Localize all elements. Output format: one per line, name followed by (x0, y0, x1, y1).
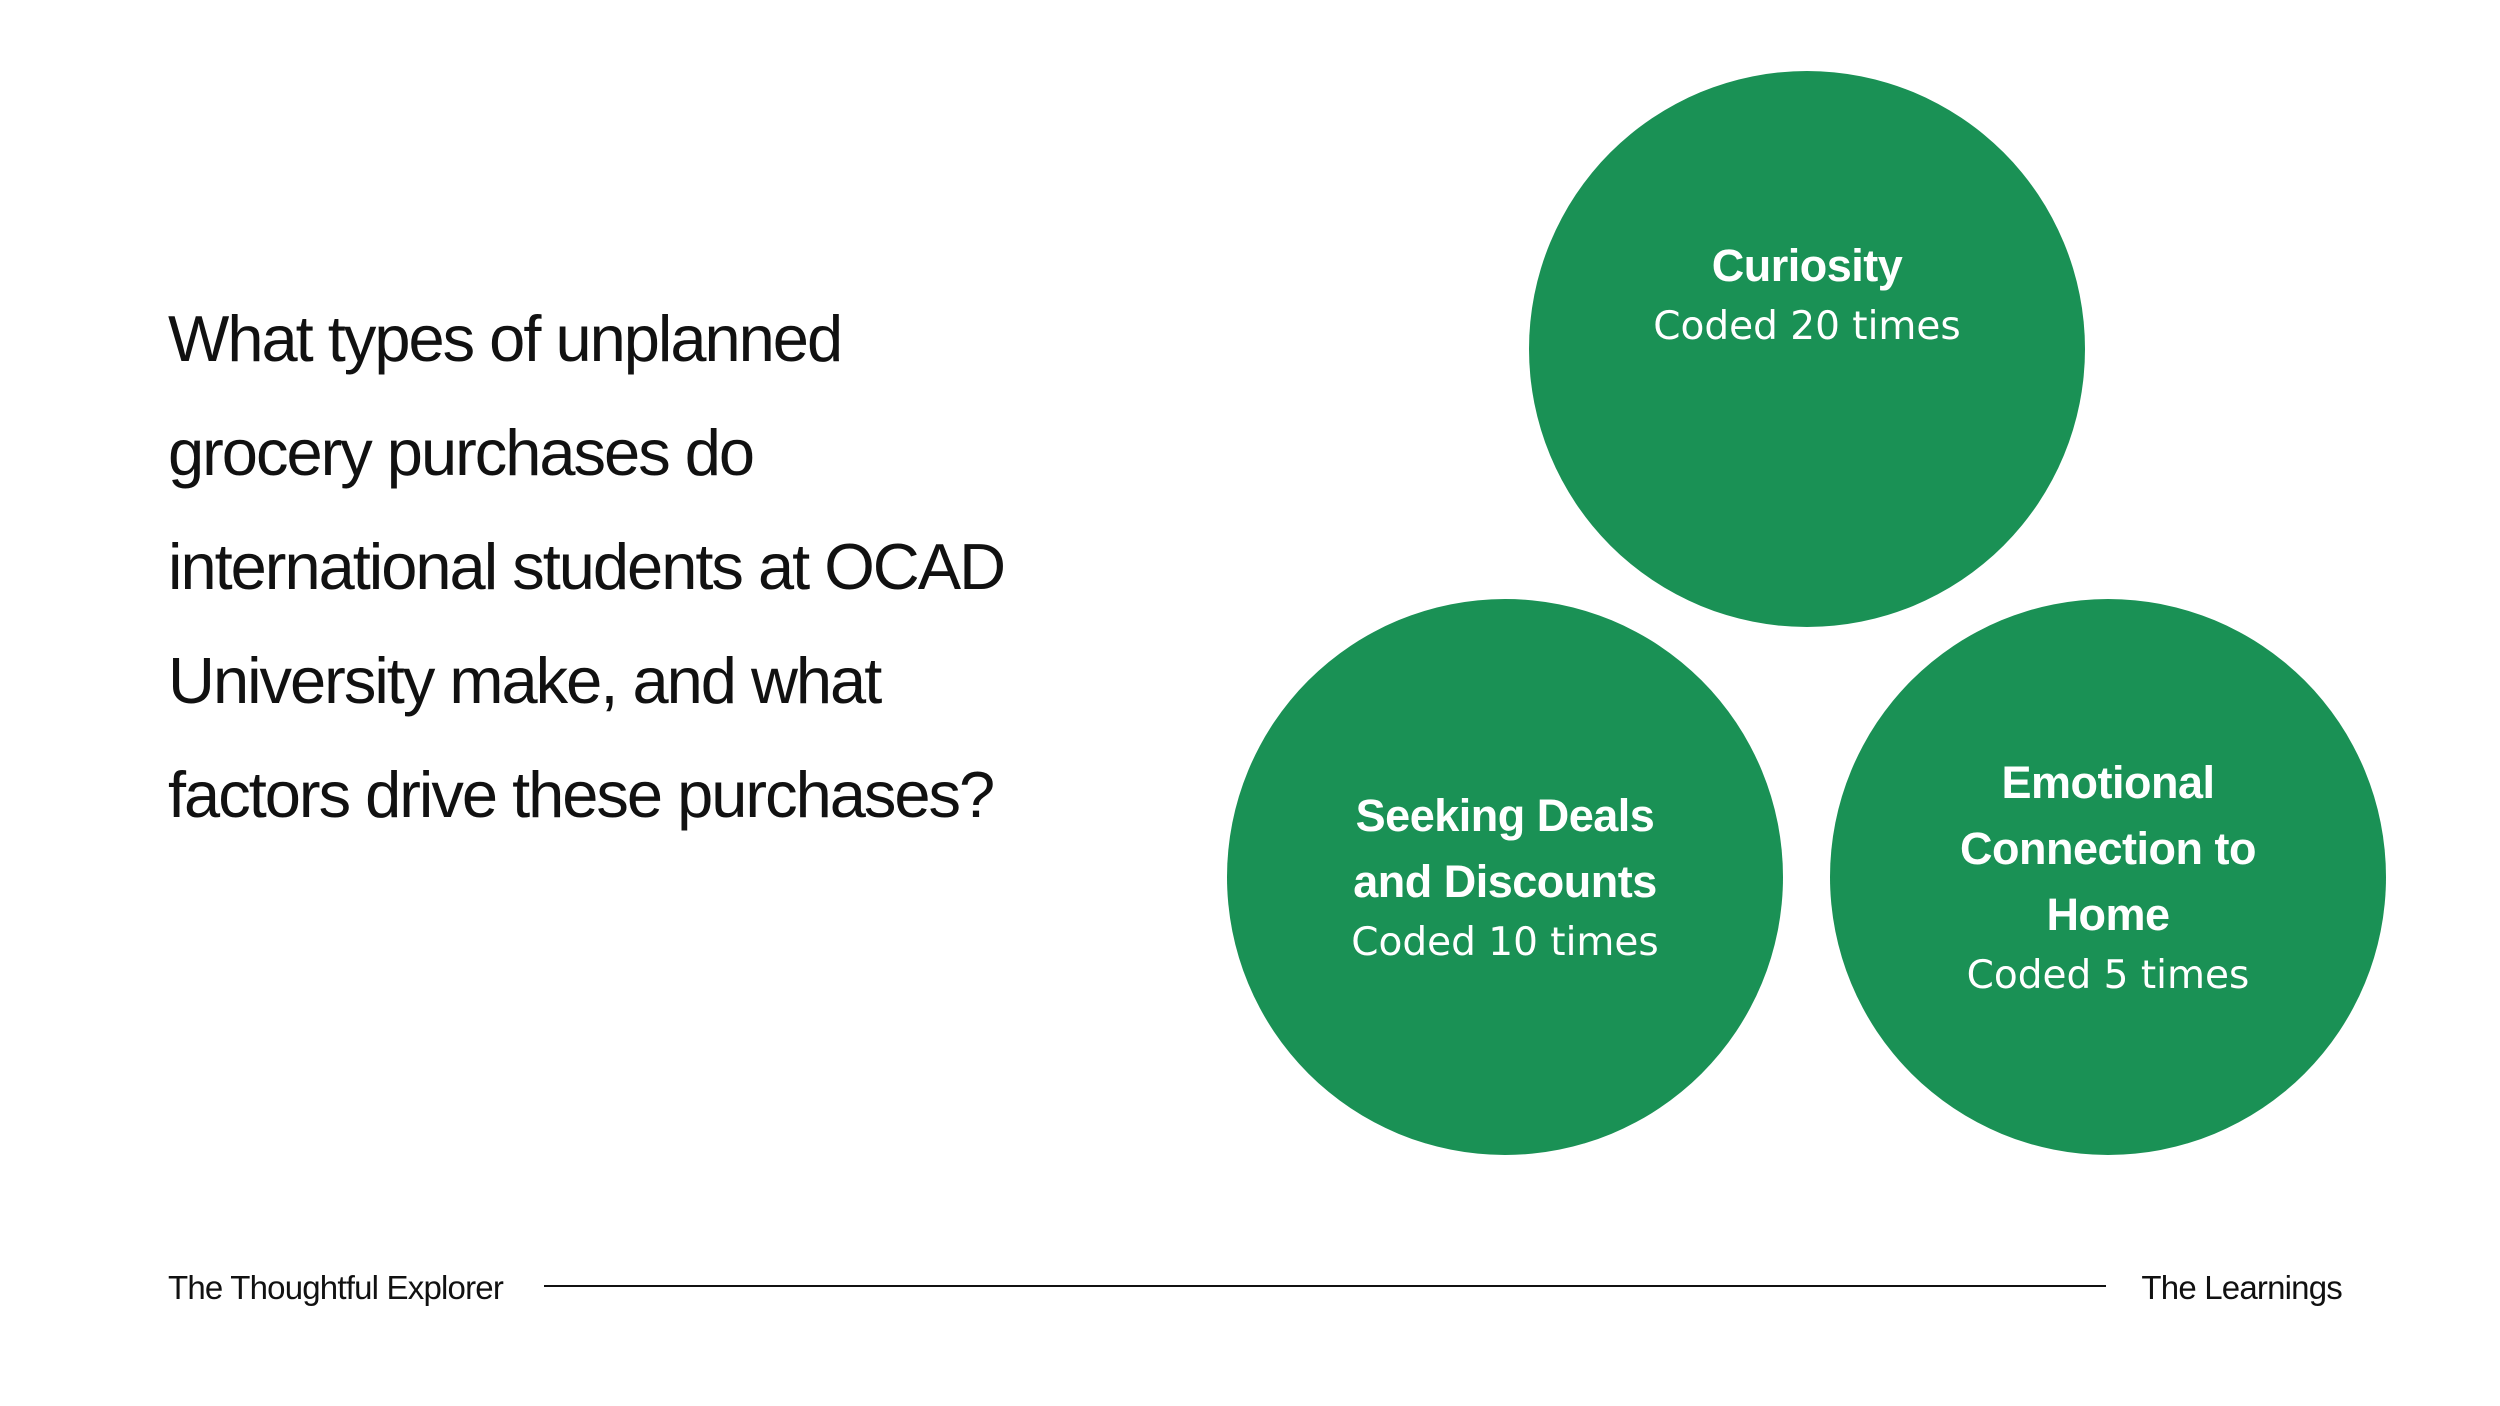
theme-circle-emotional: Emotional Connection to Home Coded 5 tim… (1830, 599, 2386, 1155)
theme-title: Seeking Deals and Discounts (1353, 790, 1657, 907)
theme-count: Coded 5 times (1966, 953, 2250, 998)
theme-count: Coded 10 times (1351, 920, 1659, 965)
footer-brand: The Thoughtful Explorer (168, 1269, 504, 1306)
theme-title: Curiosity (1711, 240, 1903, 291)
footer-divider (544, 1285, 2106, 1287)
theme-circle-curiosity: Curiosity Coded 20 times (1529, 71, 2085, 627)
footer-section-label: The Learnings (2141, 1269, 2342, 1306)
research-question: What types of unplanned grocery purchase… (168, 302, 1006, 831)
theme-circle-deals: Seeking Deals and Discounts Coded 10 tim… (1227, 599, 1783, 1155)
theme-title: Emotional Connection to Home (1960, 757, 2256, 940)
theme-count: Coded 20 times (1653, 304, 1961, 349)
